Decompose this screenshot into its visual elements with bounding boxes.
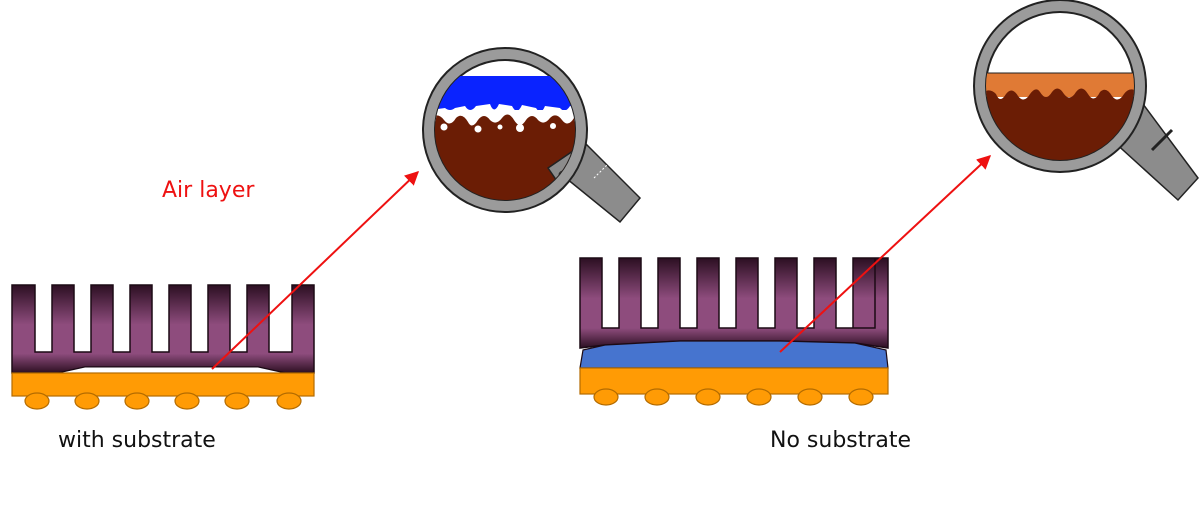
right-magnifier-icon [973,0,1199,202]
right-blue-layer [579,340,889,369]
left-heatsink [11,284,315,374]
right-ball-1 [593,388,619,406]
right-ball-2 [644,388,670,406]
left-substrate [11,372,315,397]
left-ball-1 [24,392,50,410]
left-ball-2 [74,392,100,410]
right-heatsink [579,257,889,349]
right-arrow [779,155,992,353]
right-ball-5 [797,388,823,406]
left-air-gap [57,366,286,374]
left-ball-6 [276,392,302,410]
right-ball-3 [695,388,721,406]
right-ball-4 [746,388,772,406]
air-layer-label: Air layer [162,178,255,203]
left-solder-balls [24,392,302,410]
left-assembly [11,284,315,410]
left-caption: with substrate [58,428,216,453]
right-ball-6 [848,388,874,406]
left-magnifier-icon [422,47,642,224]
left-ball-4 [174,392,200,410]
right-substrate [579,367,889,395]
left-arrow [211,171,420,370]
left-ball-5 [224,392,250,410]
right-caption: No substrate [770,428,912,453]
right-assembly [579,257,889,406]
right-solder-balls [593,388,874,406]
left-ball-3 [124,392,150,410]
